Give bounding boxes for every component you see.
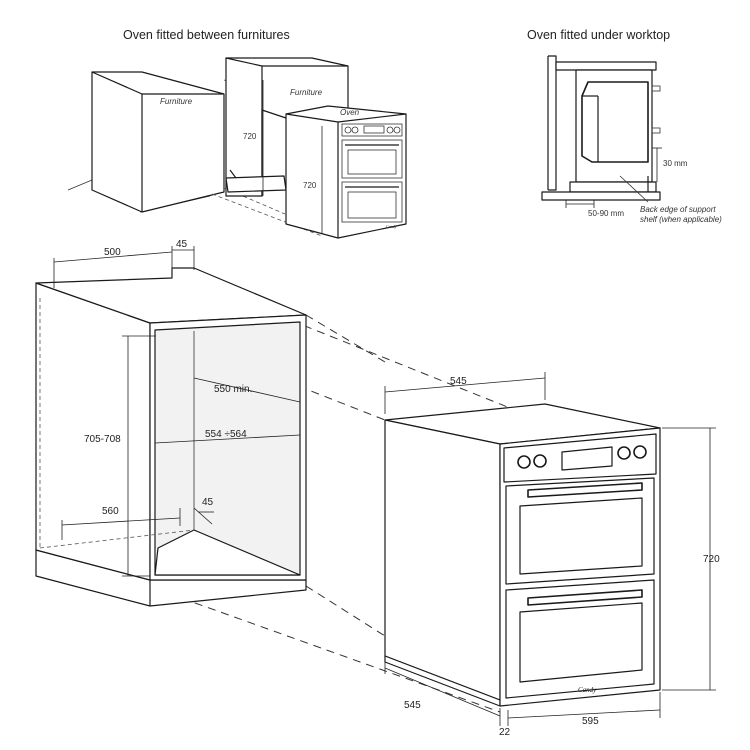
oven-large: Candy 545 720 545 595 22 [384,372,720,738]
dim-50-90mm: 50-90 mm [588,209,624,218]
dim-oven-height: 720 [703,554,720,565]
small-oven: Oven Candy [285,105,407,239]
dim-cab-bottom-back: 45 [202,497,214,508]
label-furniture-right: Furniture [290,88,323,97]
dim-cab-width: 554 ÷564 [205,429,247,440]
knob-left-2 [533,454,547,468]
oven-brand: Candy [578,686,597,694]
knob-left-1 [517,455,531,469]
dim-oven-front: 22 [499,727,511,738]
dim-30mm: 30 mm [663,159,688,168]
small-under-worktop: 30 mm 50-90 mm Back edge of support shel… [541,55,722,224]
dim-oven-bottom-depth: 545 [404,700,421,711]
small-oven-brand: Candy [386,224,397,229]
knob-right-2 [633,445,647,459]
dim-oven-top-depth: 545 [450,376,467,387]
label-furniture-left: Furniture [160,97,193,106]
dim-oven-width: 595 [582,716,599,727]
small-between-furnitures: Furniture Furniture 720 Oven [67,57,407,239]
note-support-line1: Back edge of support [640,205,716,214]
dim-furniture-height: 720 [243,132,257,141]
label-oven: Oven [340,108,360,117]
title-under-worktop: Oven fitted under worktop [527,28,670,42]
dim-cab-bottom-depth: 560 [102,506,119,517]
dim-cab-height: 705-708 [84,434,121,445]
knob-right-1 [617,446,631,460]
title-between-furnitures: Oven fitted between furnitures [123,28,290,42]
dim-oven-height-small: 720 [303,181,317,190]
dim-cab-top-depth: 500 [104,247,121,258]
display-panel [561,446,613,471]
cabinet-cutout: 500 45 705-708 550 min. 554 ÷564 560 45 [35,239,521,713]
dim-cab-top-back: 45 [176,239,188,250]
dim-cab-depth-min: 550 min. [214,384,252,395]
furniture-left: Furniture [91,71,225,213]
note-support-line2: shelf (when applicable) [640,215,722,224]
